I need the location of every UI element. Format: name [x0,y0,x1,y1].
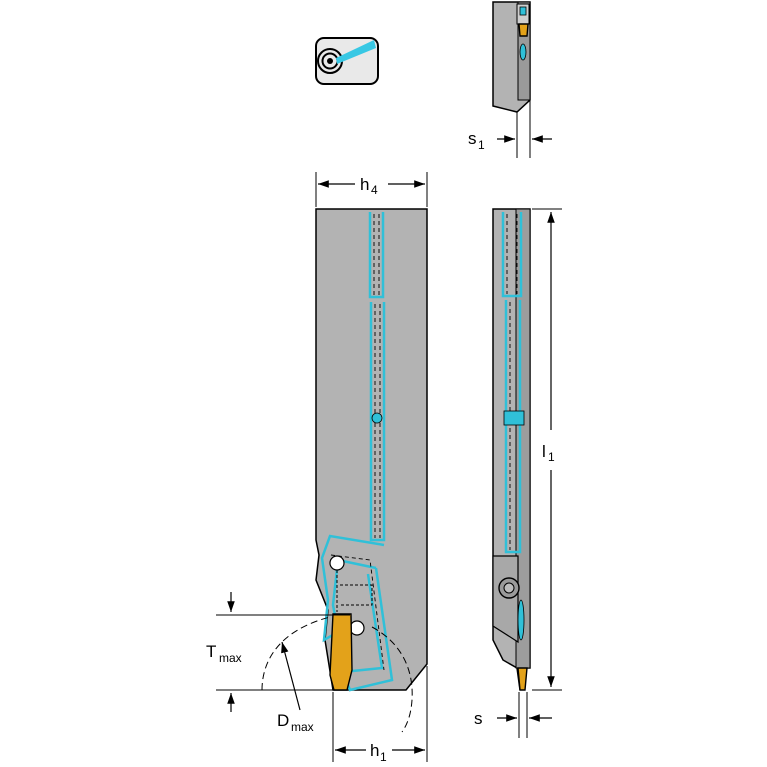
svg-text:l: l [542,442,546,461]
svg-text:4: 4 [371,183,378,197]
dimension-tmax: T max [206,592,350,712]
cutting-insert [329,613,353,691]
internal-coolant-icon [315,37,379,85]
dimension-h4: h 4 [315,172,428,207]
svg-text:s: s [474,709,483,728]
dimension-s1: s 1 [468,100,552,158]
holder-top-view [492,1,531,113]
holder-side-view [492,208,531,691]
dimension-dmax: D max [261,616,413,734]
svg-text:1: 1 [548,450,555,464]
svg-text:T: T [206,642,216,661]
svg-text:D: D [277,711,289,730]
dimension-h1: h 1 [332,666,428,764]
svg-text:max: max [291,720,314,734]
svg-text:h: h [360,175,369,194]
dimension-s: s [474,692,552,738]
holder-front-view [315,208,428,692]
svg-text:s: s [468,129,477,148]
svg-text:1: 1 [380,750,387,764]
svg-text:h: h [370,741,379,760]
svg-text:max: max [219,651,242,665]
svg-text:1: 1 [478,138,485,152]
dimension-l1: l 1 [532,208,562,691]
